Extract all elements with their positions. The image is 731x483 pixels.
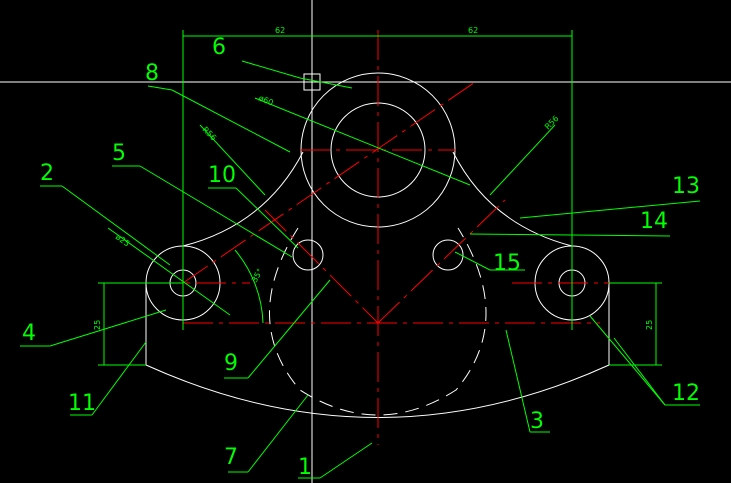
label-11: 11: [68, 391, 96, 416]
right-tangent-arc: [452, 151, 573, 247]
small-hole-right: [432, 239, 464, 271]
dim-height-right: 25: [645, 320, 654, 330]
dim-angle: 35°: [250, 267, 265, 284]
dimension-lines: [20, 30, 701, 479]
dim-radius-upper-right: R56: [543, 114, 561, 132]
label-15: 15: [493, 251, 521, 276]
label-3: 3: [530, 409, 544, 434]
dim-height-left: 25: [93, 320, 102, 330]
dimension-texts: 62 62 ø60 ø25 R56 R56 35° 25 25: [93, 26, 654, 330]
label-12: 12: [672, 381, 700, 406]
label-10: 10: [208, 163, 236, 188]
label-9: 9: [224, 351, 238, 376]
dim-radius-upper-left: R56: [201, 125, 219, 143]
dashed-arc: [269, 227, 487, 416]
small-hole-left: [292, 239, 324, 271]
label-13: 13: [672, 174, 700, 199]
label-7: 7: [224, 445, 238, 470]
label-2: 2: [40, 161, 54, 186]
callout-labels: 1 2 3 4 5 6 7 8 9 10 11 12 13 14 15: [22, 35, 700, 480]
label-1: 1: [298, 455, 312, 480]
dim-top-left: 62: [275, 26, 285, 35]
label-6: 6: [212, 35, 226, 60]
label-5: 5: [112, 141, 126, 166]
label-8: 8: [145, 61, 159, 86]
dim-dia-top: ø60: [257, 94, 274, 108]
dim-top-right: 62: [468, 26, 478, 35]
label-4: 4: [22, 321, 36, 346]
label-14: 14: [640, 209, 668, 234]
left-tangent-arc: [182, 151, 304, 247]
